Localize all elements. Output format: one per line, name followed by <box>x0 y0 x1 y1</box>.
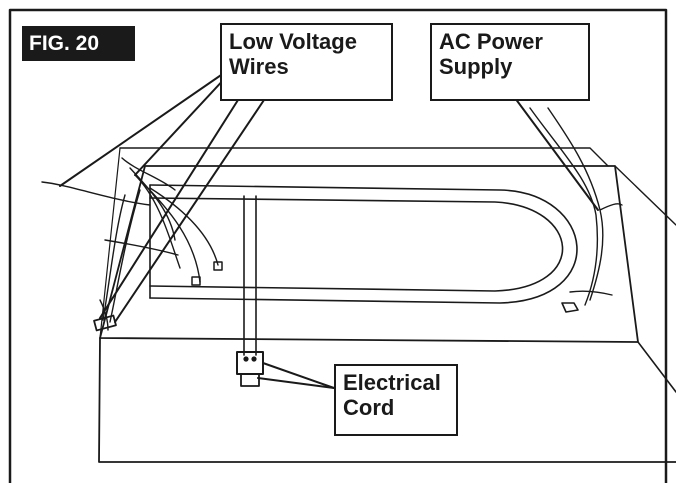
low-voltage-wire-bundle <box>41 157 223 332</box>
wire-channel <box>149 184 578 304</box>
callout-electrical-line2: Cord <box>343 395 395 420</box>
figure-label: FIG. 20 <box>22 26 135 61</box>
ac-power-supply-wires <box>529 107 623 313</box>
callout-electrical-cord: Electrical Cord <box>334 364 458 436</box>
callout-low-voltage-line1: Low Voltage <box>229 29 357 54</box>
callout-ac-power-line1: AC Power <box>439 29 543 54</box>
callout-low-voltage-line2: Wires <box>229 54 289 79</box>
figure-frame <box>8 8 668 483</box>
electrical-cord <box>236 195 264 387</box>
callout-ac-power-line2: Supply <box>439 54 513 79</box>
housing-outline <box>98 147 676 463</box>
callout-low-voltage-wires: Low Voltage Wires <box>220 23 393 101</box>
callout-ac-power-supply: AC Power Supply <box>430 23 590 101</box>
callout-electrical-line1: Electrical <box>343 370 441 395</box>
